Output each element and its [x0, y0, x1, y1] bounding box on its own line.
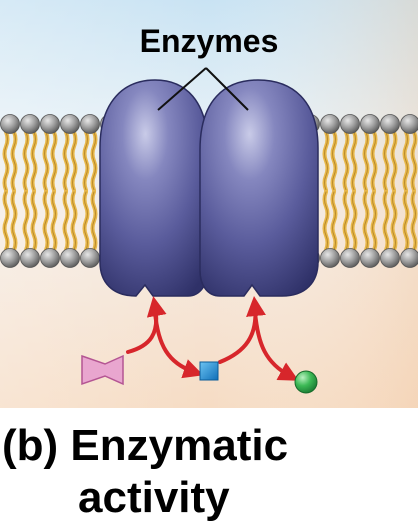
phospholipid-head	[40, 114, 60, 134]
phospholipid-head	[20, 114, 40, 134]
phospholipid-head	[0, 114, 20, 134]
lipid-tail-outline	[332, 131, 336, 191]
lipid-tail-outline	[352, 191, 356, 251]
phospholipid-head	[380, 114, 400, 134]
lipid-tail-outline	[392, 191, 396, 251]
arrow-enzyme-to-product	[253, 310, 299, 381]
lipid-tail-outline	[72, 131, 76, 191]
phospholipid-head	[40, 248, 60, 268]
lipid-tail-outline	[24, 191, 28, 251]
phospholipid-head	[0, 248, 20, 268]
lipid-tail-outline	[64, 191, 68, 251]
lipid-tail-outline	[4, 191, 8, 251]
lipid-tail-outline	[344, 131, 348, 191]
lipid-tail-outline	[364, 191, 368, 251]
lipid-tail-outline	[404, 131, 408, 191]
phospholipid-head	[80, 248, 100, 268]
lipid-tail-outline	[12, 191, 16, 251]
lipid-tail-outline	[64, 131, 68, 191]
reaction-arrows	[126, 296, 299, 381]
enzymes-label-pointers	[157, 67, 249, 111]
lipid-tail-outline	[332, 191, 336, 251]
lipid-tail-outline	[92, 131, 96, 191]
lipid-tail-outline	[372, 191, 376, 251]
lipid-tail-outline	[412, 131, 416, 191]
lipid-tail-outline	[32, 131, 36, 191]
lipid-tail-outline	[52, 191, 56, 251]
substrate-molecule	[81, 354, 124, 386]
caption-line-2: activity	[78, 473, 230, 522]
phospholipid-head	[380, 248, 400, 268]
lipid-tail-outline	[72, 191, 76, 251]
lipid-tail-outline	[344, 191, 348, 251]
lipid-tail-outline	[32, 191, 36, 251]
lipid-tail-outline	[12, 131, 16, 191]
lipid-tail-outline	[352, 131, 356, 191]
enzyme-left	[99, 79, 209, 297]
phospholipid-head	[60, 248, 80, 268]
phospholipid-head	[360, 248, 380, 268]
caption-line-1: (b) Enzymatic	[2, 421, 288, 470]
phospholipid-head	[320, 114, 340, 134]
phospholipid-head	[340, 248, 360, 268]
phospholipid-head	[320, 248, 340, 268]
lipid-tail-outline	[52, 131, 56, 191]
phospholipid-head	[400, 248, 418, 268]
lipid-tail-outline	[372, 131, 376, 191]
lipid-tail-outline	[84, 131, 88, 191]
lipid-tail-outline	[384, 191, 388, 251]
lipid-tail-outline	[84, 191, 88, 251]
intermediate-molecule	[199, 361, 219, 381]
phospholipid-head	[400, 114, 418, 134]
lipid-tail-outline	[44, 191, 48, 251]
lipid-tail-outline	[24, 131, 28, 191]
lipid-tail-outline	[384, 131, 388, 191]
lipid-tail-outline	[44, 131, 48, 191]
lipid-tail-outline	[392, 131, 396, 191]
lipid-tail-outline	[324, 191, 328, 251]
enzymes-label: Enzymes	[140, 23, 279, 59]
product-molecule	[294, 370, 318, 394]
phospholipid-head	[340, 114, 360, 134]
lipid-tail-outline	[324, 131, 328, 191]
phospholipid-head	[360, 114, 380, 134]
lipid-tail-outline	[364, 131, 368, 191]
phospholipid-head	[20, 248, 40, 268]
lipid-tail-outline	[412, 191, 416, 251]
phospholipid-head	[60, 114, 80, 134]
lipid-tail-outline	[404, 191, 408, 251]
phospholipid-head	[80, 114, 100, 134]
lipid-tail-outline	[92, 191, 96, 251]
lipid-tail-outline	[4, 131, 8, 191]
enzyme-right	[199, 79, 319, 297]
arrow-enzyme-to-intermediate	[153, 310, 204, 379]
